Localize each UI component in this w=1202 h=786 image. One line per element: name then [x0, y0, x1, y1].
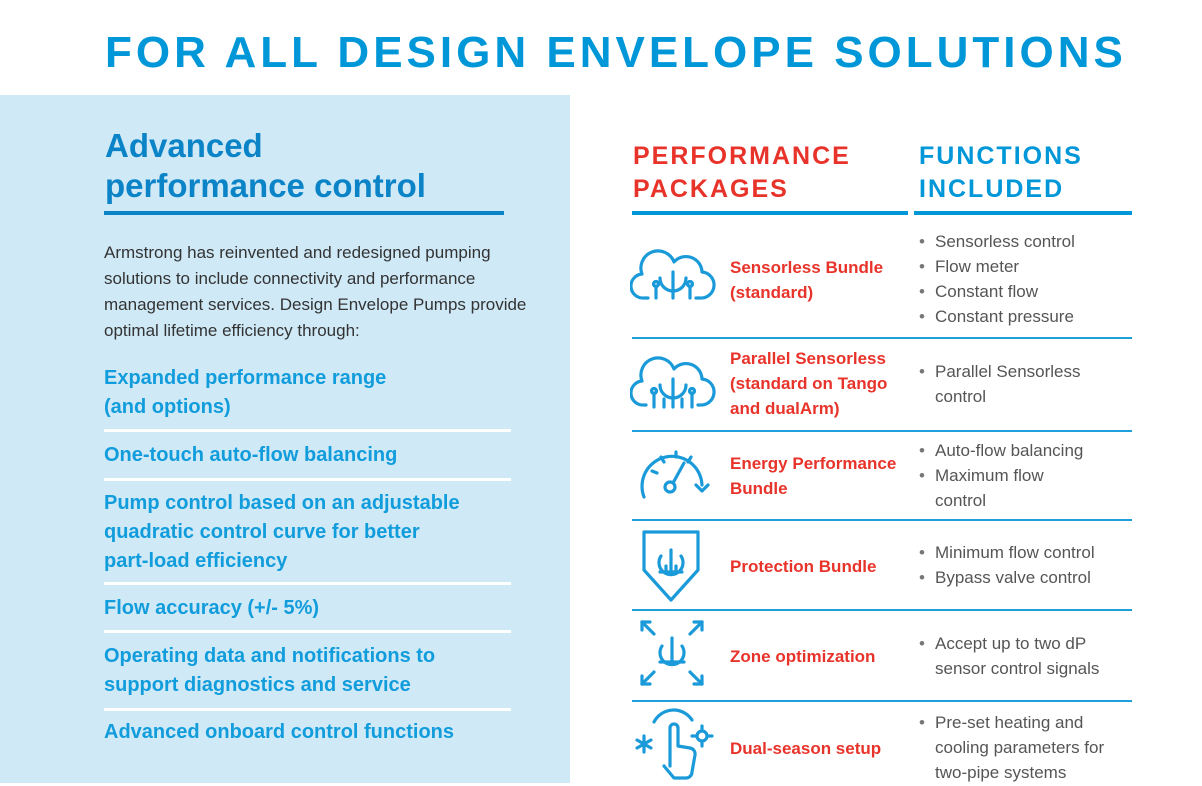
- left-panel: [0, 95, 570, 783]
- function-line: Constant pressure: [935, 307, 1074, 326]
- column-header-packages: PERFORMANCE PACKAGES: [633, 140, 893, 206]
- feature-item: One-touch auto-flow balancing: [104, 441, 511, 470]
- package-name-line: Parallel Sensorless: [730, 349, 886, 368]
- function-item: Sensorless control: [919, 229, 1129, 254]
- function-item: Bypass valve control: [919, 565, 1129, 590]
- feature-divider: [104, 630, 511, 633]
- feature-line: One-touch auto-flow balancing: [104, 444, 398, 466]
- function-item: Constant flow: [919, 279, 1129, 304]
- feature-item: Advanced onboard control functions: [104, 718, 511, 747]
- function-line: Parallel Sensorless: [935, 362, 1081, 381]
- column-header-line: PACKAGES: [633, 175, 789, 203]
- function-line: Sensorless control: [935, 232, 1075, 251]
- feature-line: part-load efficiency: [104, 550, 288, 572]
- function-list: Sensorless control Flow meter Constant f…: [919, 229, 1129, 329]
- feature-line: support diagnostics and service: [104, 674, 411, 696]
- column-header-line: PERFORMANCE: [633, 142, 851, 170]
- feature-item: Expanded performance range (and options): [104, 364, 511, 422]
- header-divider: [632, 211, 908, 215]
- function-line: sensor control signals: [935, 659, 1100, 678]
- package-name: Sensorless Bundle (standard): [730, 255, 906, 305]
- package-name-line: Bundle: [730, 479, 788, 498]
- package-name-line: Protection Bundle: [730, 557, 877, 576]
- package-name-line: Energy Performance: [730, 454, 897, 473]
- function-list: Minimum flow control Bypass valve contro…: [919, 540, 1129, 590]
- function-line: Constant flow: [935, 282, 1038, 301]
- column-header-line: INCLUDED: [919, 175, 1065, 203]
- function-list: Accept up to two dP sensor control signa…: [919, 631, 1129, 681]
- feature-divider: [104, 429, 511, 432]
- feature-item: Flow accuracy (+/- 5%): [104, 594, 511, 623]
- package-name: Protection Bundle: [730, 554, 906, 579]
- feature-divider: [104, 708, 511, 711]
- function-line: control: [935, 387, 987, 406]
- function-line: cooling parameters for: [935, 738, 1105, 757]
- shield-touch-icon: [630, 526, 716, 606]
- function-item: Flow meter: [919, 254, 1129, 279]
- header-divider: [914, 211, 1132, 215]
- function-line: two-pipe systems: [935, 763, 1067, 782]
- package-name-line: Dual-season setup: [730, 739, 882, 758]
- zone-arrows-icon: [630, 614, 716, 694]
- function-line: Maximum flow: [935, 466, 1044, 485]
- row-divider: [632, 430, 1132, 432]
- row-divider: [632, 337, 1132, 339]
- feature-line: Advanced onboard control functions: [104, 721, 455, 743]
- function-item: Auto-flow balancing: [919, 438, 1129, 463]
- feature-line: Flow accuracy (+/- 5%): [104, 597, 320, 619]
- function-line: Accept up to two dP: [935, 634, 1087, 653]
- function-line: control: [935, 491, 987, 510]
- section-heading-line: Advanced: [105, 127, 263, 164]
- parallel-cloud-icon: [630, 345, 716, 425]
- column-header-line: FUNCTIONS: [919, 142, 1083, 170]
- function-line: Flow meter: [935, 257, 1020, 276]
- package-name-line: Zone optimization: [730, 647, 876, 666]
- function-list: Parallel Sensorless control: [919, 359, 1129, 409]
- function-list: Pre-set heating and cooling parameters f…: [919, 710, 1129, 785]
- package-name-line: (standard): [730, 283, 814, 302]
- feature-item: Operating data and notifications to supp…: [104, 642, 511, 700]
- row-divider: [632, 609, 1132, 611]
- function-item: Minimum flow control: [919, 540, 1129, 565]
- feature-divider: [104, 582, 511, 585]
- gauge-icon: [630, 435, 716, 515]
- function-line: Auto-flow balancing: [935, 441, 1084, 460]
- feature-item: Pump control based on an adjustable quad…: [104, 489, 511, 576]
- function-item: Constant pressure: [919, 304, 1129, 329]
- function-line: Bypass valve control: [935, 568, 1091, 587]
- feature-line: Expanded performance range: [104, 367, 387, 389]
- package-name: Zone optimization: [730, 644, 906, 669]
- cloud-connect-icon: [630, 240, 716, 320]
- function-item: Pre-set heating and cooling parameters f…: [919, 710, 1129, 785]
- column-header-functions: FUNCTIONS INCLUDED: [919, 140, 1134, 206]
- function-item: Accept up to two dP sensor control signa…: [919, 631, 1129, 681]
- feature-line: Pump control based on an adjustable: [104, 492, 460, 514]
- row-divider: [632, 700, 1132, 702]
- intro-paragraph: Armstrong has reinvented and redesigned …: [104, 243, 527, 340]
- function-line: Pre-set heating and: [935, 713, 1084, 732]
- page-title: FOR ALL DESIGN ENVELOPE SOLUTIONS: [105, 28, 1127, 77]
- function-item: Maximum flow control: [919, 463, 1129, 513]
- feature-line: Operating data and notifications to: [104, 645, 436, 667]
- section-heading: Advanced performance control: [105, 126, 505, 206]
- package-name-line: and dualArm): [730, 399, 840, 418]
- package-name-line: (standard on Tango: [730, 374, 888, 393]
- feature-divider: [104, 478, 511, 481]
- feature-line: quadratic control curve for better: [104, 521, 420, 543]
- row-divider: [632, 519, 1132, 521]
- function-item: Parallel Sensorless control: [919, 359, 1129, 409]
- package-name: Parallel Sensorless (standard on Tango a…: [730, 346, 906, 421]
- feature-line: (and options): [104, 396, 231, 418]
- package-name-line: Sensorless Bundle: [730, 258, 884, 277]
- package-name: Energy Performance Bundle: [730, 451, 906, 501]
- heading-divider: [104, 211, 504, 215]
- package-name: Dual-season setup: [730, 736, 906, 761]
- section-heading-line: performance control: [105, 167, 426, 204]
- function-list: Auto-flow balancing Maximum flow control: [919, 438, 1129, 513]
- function-line: Minimum flow control: [935, 543, 1095, 562]
- hand-snowflake-gear-icon: [630, 706, 716, 786]
